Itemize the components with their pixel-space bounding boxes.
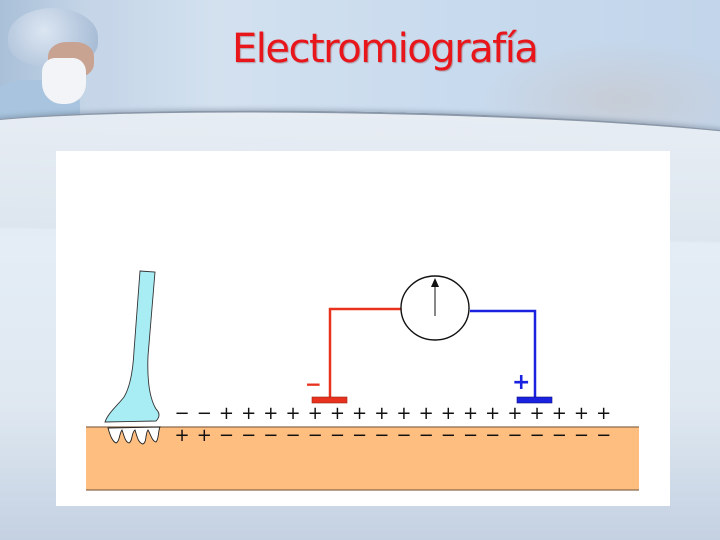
charge: − xyxy=(241,425,257,446)
charge: + xyxy=(174,425,190,446)
charge: − xyxy=(218,425,235,446)
charge: + xyxy=(307,403,323,424)
emg-diagram xyxy=(86,270,639,491)
charge: + xyxy=(462,403,479,424)
muscle-fiber xyxy=(86,427,639,490)
charge: + xyxy=(241,403,257,424)
charge: − xyxy=(485,425,501,446)
blue-wire xyxy=(470,309,537,397)
charge: − xyxy=(462,425,479,446)
charge: + xyxy=(374,403,390,424)
charge: + xyxy=(573,403,590,424)
charge: + xyxy=(418,403,434,424)
charge: − xyxy=(174,403,190,424)
charge: + xyxy=(507,403,523,424)
charge: + xyxy=(440,403,456,424)
charge: − xyxy=(285,425,301,446)
charge: − xyxy=(329,425,345,446)
negative-electrode xyxy=(311,396,348,404)
charge: − xyxy=(596,425,612,446)
positive-polarity-label: + xyxy=(512,370,531,395)
charge: + xyxy=(285,403,301,424)
positive-electrode xyxy=(516,396,553,404)
charge: + xyxy=(596,403,612,424)
charge: − xyxy=(529,425,545,446)
charge: + xyxy=(396,403,412,424)
charge: − xyxy=(551,425,567,446)
slide-title: Electromiografía xyxy=(232,26,539,72)
charge: + xyxy=(352,403,368,424)
charge: − xyxy=(573,425,590,446)
end-plate-folds xyxy=(107,426,161,445)
nerve-axon xyxy=(104,270,160,423)
charge: + xyxy=(329,403,345,424)
charge: + xyxy=(263,403,279,424)
inner-membrane-charges: + + − − − − − − − − − − − − − − − − − − xyxy=(171,426,615,446)
red-wire xyxy=(328,307,401,397)
charge: − xyxy=(263,425,279,446)
surgeon-photo xyxy=(0,0,130,125)
charge: − xyxy=(396,425,412,446)
charge: + xyxy=(218,403,235,424)
photo-surgical-mask xyxy=(42,58,86,104)
charge: + xyxy=(551,403,567,424)
negative-polarity-label: − xyxy=(305,372,322,396)
outer-membrane-charges: − − + + + + + + + + + + + + + + + + + + xyxy=(171,404,615,424)
charge: − xyxy=(507,425,523,446)
charge: − xyxy=(440,425,456,446)
galvanometer-icon xyxy=(400,275,470,341)
charge: + xyxy=(196,425,212,446)
emg-diagram-panel: − + − − + + + + + + + + + + + + + + + + … xyxy=(56,151,670,506)
charge: − xyxy=(196,403,212,424)
charge: − xyxy=(352,425,368,446)
charge: + xyxy=(529,403,545,424)
charge: + xyxy=(485,403,501,424)
charge: − xyxy=(307,425,323,446)
charge: − xyxy=(418,425,434,446)
charge: − xyxy=(374,425,390,446)
